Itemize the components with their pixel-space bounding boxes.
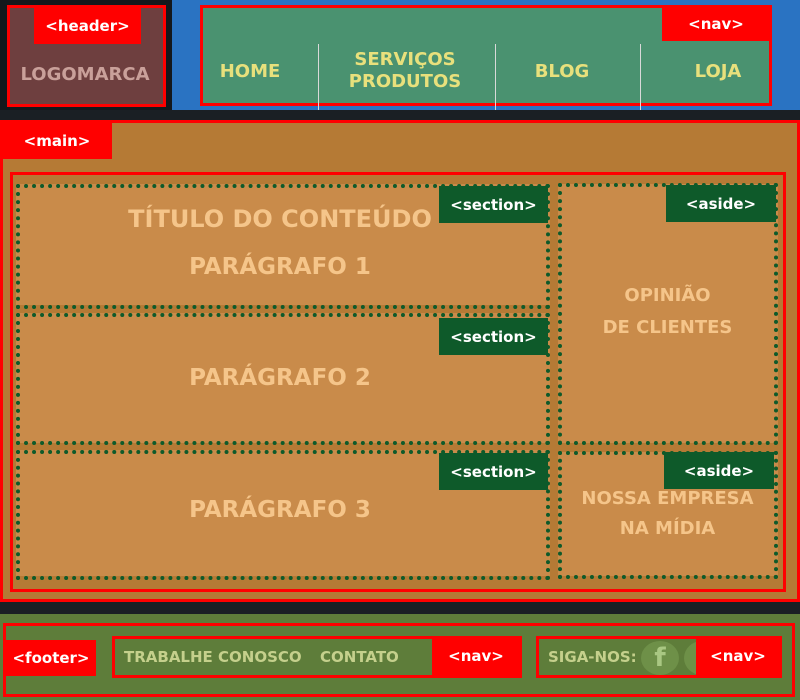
nav-loja[interactable]: LOJA bbox=[694, 61, 742, 82]
nav-servicos-label: SERVIÇOS bbox=[354, 49, 456, 70]
content-title: TÍTULO DO CONTEÚDO bbox=[128, 205, 432, 233]
aside-1 bbox=[558, 183, 778, 445]
header-outline bbox=[7, 5, 166, 107]
aside-2-line1: NOSSA EMPRESA bbox=[581, 488, 754, 509]
footer-outline bbox=[3, 623, 795, 697]
facebook-icon[interactable]: f bbox=[641, 641, 679, 675]
header-tag: <header> bbox=[34, 8, 141, 44]
footer-nav-1-tag: <nav> bbox=[432, 637, 520, 675]
main-outline bbox=[0, 120, 800, 602]
article-outline bbox=[10, 172, 786, 592]
footer-nav-2-tag: <nav> bbox=[696, 637, 780, 675]
logo[interactable]: LOGOMARCA bbox=[20, 64, 150, 85]
paragraph-1: PARÁGRAFO 1 bbox=[189, 254, 371, 280]
main-tag: <main> bbox=[2, 123, 112, 159]
nav-separator bbox=[318, 44, 319, 110]
paragraph-3: PARÁGRAFO 3 bbox=[189, 497, 371, 523]
aside-1-bg bbox=[558, 184, 778, 443]
section-1-tag: <section> bbox=[439, 186, 548, 223]
aside-2-line2: NA MÍDIA bbox=[619, 518, 716, 539]
nav-servicos-produtos[interactable]: SERVIÇOS PRODUTOS bbox=[330, 49, 480, 93]
nav-home[interactable]: HOME bbox=[219, 61, 281, 82]
footer-tag: <footer> bbox=[6, 640, 96, 676]
footer-nav-1-outline bbox=[112, 636, 522, 678]
aside-1-line2: DE CLIENTES bbox=[602, 317, 733, 338]
aside-1-line1: OPINIÃO bbox=[624, 285, 711, 306]
section-2-tag: <section> bbox=[439, 318, 548, 355]
nav-blog[interactable]: BLOG bbox=[534, 61, 590, 82]
section-3-tag: <section> bbox=[439, 453, 548, 490]
nav-separator bbox=[640, 44, 641, 110]
paragraph-2: PARÁGRAFO 2 bbox=[189, 365, 371, 391]
aside-2-tag: <aside> bbox=[664, 452, 774, 489]
section-1 bbox=[16, 184, 550, 309]
top-nav-tag: <nav> bbox=[662, 7, 770, 41]
footer-link-trabalhe[interactable]: TRABALHE CONOSCO bbox=[124, 648, 302, 666]
nav-separator bbox=[495, 44, 496, 110]
footer-nav-2-outline bbox=[536, 636, 782, 678]
section-3 bbox=[16, 450, 550, 580]
aside-1-tag: <aside> bbox=[666, 185, 776, 222]
nav-produtos-label: PRODUTOS bbox=[348, 71, 462, 92]
footer-link-contato[interactable]: CONTATO bbox=[320, 648, 399, 666]
top-nav-outline bbox=[200, 5, 772, 106]
section-2 bbox=[16, 313, 550, 445]
siga-nos-label: SIGA-NOS: bbox=[548, 648, 637, 666]
